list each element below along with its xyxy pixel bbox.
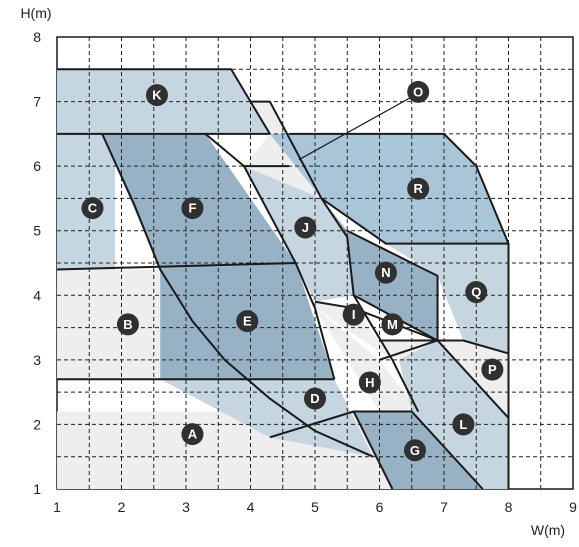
y-tick-label: 1 bbox=[33, 481, 41, 497]
marker-n: N bbox=[374, 261, 397, 284]
marker-circle bbox=[236, 310, 259, 333]
x-tick-label: 5 bbox=[311, 499, 319, 515]
marker-label: M bbox=[387, 317, 398, 332]
region-boundary bbox=[56, 262, 336, 380]
marker-label: G bbox=[410, 443, 420, 458]
marker-circle bbox=[465, 281, 488, 304]
region-boundary bbox=[320, 197, 509, 245]
x-tick-label: 3 bbox=[182, 499, 190, 515]
x-tick-label: 8 bbox=[505, 499, 513, 515]
marker-label: D bbox=[310, 391, 319, 406]
marker-circle bbox=[407, 80, 430, 103]
x-axis-title: W(m) bbox=[531, 522, 565, 538]
region-boundary bbox=[289, 132, 510, 489]
marker-circle bbox=[145, 84, 168, 107]
marker-label: I bbox=[352, 307, 356, 322]
x-tick-label: 7 bbox=[440, 499, 448, 515]
x-tick-label: 2 bbox=[118, 499, 126, 515]
leader-layer bbox=[298, 94, 416, 161]
marker-label: A bbox=[188, 427, 198, 442]
y-tick-label: 8 bbox=[33, 29, 41, 45]
marker-label: E bbox=[243, 314, 252, 329]
marker-circle bbox=[116, 313, 139, 336]
marker-d: D bbox=[304, 387, 326, 410]
y-tick-label: 7 bbox=[33, 94, 41, 110]
marker-circle bbox=[358, 371, 381, 394]
marker-label: K bbox=[152, 88, 162, 103]
region-boundary bbox=[57, 68, 271, 135]
marker-b: B bbox=[116, 313, 139, 336]
marker-c: C bbox=[81, 197, 104, 220]
y-tick-label: 3 bbox=[33, 352, 41, 368]
marker-k: K bbox=[145, 84, 168, 107]
marker-h: H bbox=[358, 371, 381, 394]
marker-circle bbox=[304, 387, 326, 410]
marker-p: P bbox=[481, 358, 504, 381]
y-tick-labels: 1 2 3 4 5 6 7 8 bbox=[33, 29, 41, 497]
marker-circle bbox=[403, 439, 426, 462]
region-q bbox=[385, 243, 509, 354]
marker-j: J bbox=[294, 216, 317, 239]
marker-label: P bbox=[488, 362, 497, 377]
marker-circle bbox=[181, 197, 204, 220]
y-tick-label: 6 bbox=[33, 158, 41, 174]
marker-label: N bbox=[381, 265, 390, 280]
x-tick-label: 4 bbox=[247, 499, 255, 515]
marker-circle bbox=[294, 216, 317, 239]
marker-label: B bbox=[123, 317, 132, 332]
marker-m: M bbox=[381, 313, 404, 336]
region-i bbox=[315, 301, 393, 360]
region-r bbox=[269, 133, 509, 244]
y-tick-label: 2 bbox=[33, 416, 41, 432]
marker-label: L bbox=[459, 417, 467, 432]
marker-o: O bbox=[407, 80, 430, 103]
region-boundary bbox=[353, 410, 484, 490]
marker-label: R bbox=[414, 181, 424, 196]
markers-layer: A B C D E F G H I J K L M N O P Q R bbox=[81, 80, 504, 462]
marker-circle bbox=[407, 177, 430, 200]
region-b bbox=[57, 269, 161, 380]
marker-e: E bbox=[236, 310, 259, 333]
marker-circle bbox=[374, 261, 397, 284]
marker-label: H bbox=[365, 375, 374, 390]
region-boundary bbox=[379, 339, 510, 419]
marker-i: I bbox=[342, 303, 365, 326]
x-tick-label: 9 bbox=[569, 499, 577, 515]
regions-layer bbox=[57, 69, 509, 489]
y-axis-title: H(m) bbox=[20, 5, 51, 21]
marker-circle bbox=[381, 313, 404, 336]
marker-label: Q bbox=[471, 285, 481, 300]
x-tick-label: 6 bbox=[376, 499, 384, 515]
y-tick-label: 5 bbox=[33, 223, 41, 239]
marker-l: L bbox=[452, 413, 475, 436]
marker-a: A bbox=[181, 423, 204, 446]
marker-circle bbox=[181, 423, 204, 446]
x-tick-label: 1 bbox=[53, 499, 61, 515]
y-tick-label: 4 bbox=[33, 287, 41, 303]
region-boundary bbox=[269, 410, 394, 490]
marker-circle bbox=[452, 413, 475, 436]
marker-label: J bbox=[302, 220, 309, 235]
marker-circle bbox=[481, 358, 504, 381]
x-tick-labels: 1 2 3 4 5 6 7 8 9 bbox=[53, 499, 577, 515]
marker-label: F bbox=[188, 201, 196, 216]
region-l bbox=[398, 340, 509, 489]
marker-label: C bbox=[88, 201, 98, 216]
marker-circle bbox=[342, 303, 365, 326]
marker-f: F bbox=[181, 197, 204, 220]
marker-g: G bbox=[403, 439, 426, 462]
leader-line-o bbox=[298, 94, 416, 161]
marker-q: Q bbox=[465, 281, 488, 304]
marker-circle bbox=[81, 197, 104, 220]
marker-r: R bbox=[407, 177, 430, 200]
marker-label: O bbox=[413, 84, 423, 99]
region-boundary bbox=[250, 100, 420, 412]
